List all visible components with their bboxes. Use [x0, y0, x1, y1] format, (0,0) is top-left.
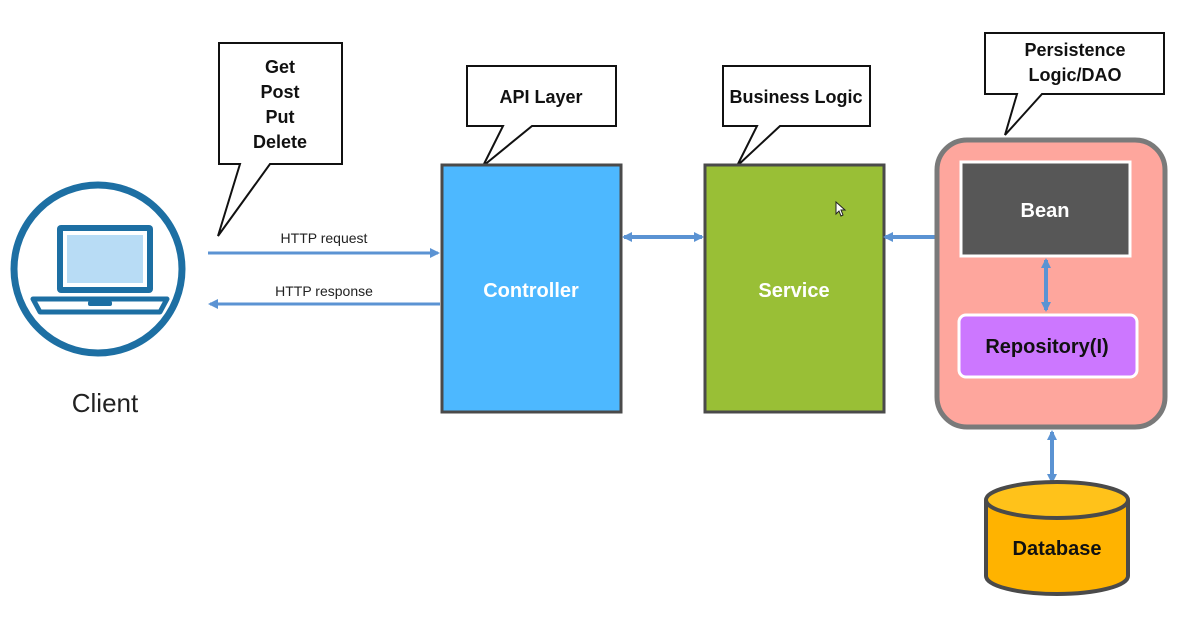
controller-label: Controller — [483, 280, 579, 302]
method-get: Get — [265, 57, 295, 77]
api-layer-label: API Layer — [499, 87, 582, 107]
database-cylinder-icon: Database — [984, 480, 1130, 596]
repository-label: Repository(I) — [985, 336, 1108, 358]
persistence-callout: Persistence Logic/DAO — [984, 32, 1165, 136]
method-put: Put — [266, 107, 295, 127]
method-post: Post — [260, 82, 299, 102]
http-response-label: HTTP response — [275, 283, 373, 299]
request-methods-callout: Get Post Put Delete — [217, 42, 343, 237]
method-delete: Delete — [253, 132, 307, 152]
persistence-container: Bean Repository(I) — [934, 137, 1168, 430]
bean-label: Bean — [1021, 200, 1070, 222]
persistence-label-line1: Persistence — [1024, 40, 1125, 60]
database-label: Database — [1013, 538, 1102, 560]
mouse-cursor-icon — [835, 200, 847, 217]
client-label: Client — [72, 388, 139, 418]
service-label: Service — [758, 280, 829, 302]
repository-box: Repository(I) — [957, 313, 1139, 379]
business-logic-callout: Business Logic — [722, 65, 871, 167]
business-logic-label: Business Logic — [729, 87, 862, 107]
bean-box: Bean — [959, 160, 1132, 258]
client-laptop-icon — [10, 181, 186, 357]
controller-box: Controller — [440, 163, 623, 414]
persistence-label-line2: Logic/DAO — [1029, 65, 1122, 85]
http-request-label: HTTP request — [281, 230, 368, 246]
service-box: Service — [703, 163, 886, 414]
api-layer-callout: API Layer — [466, 65, 617, 167]
